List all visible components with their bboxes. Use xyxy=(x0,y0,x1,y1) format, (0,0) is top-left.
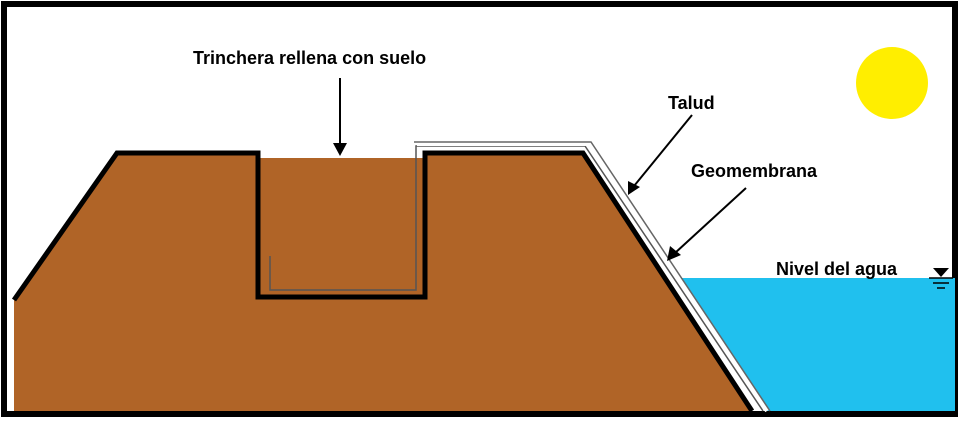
embankment-outline xyxy=(11,150,755,413)
geomembrane-arrow-head xyxy=(667,246,681,261)
label-slope: Talud xyxy=(668,93,715,113)
water-level-symbol-icon xyxy=(933,268,949,277)
sun-icon xyxy=(856,47,928,119)
geomembrane-outer-line xyxy=(414,141,771,412)
trench-arrow-head xyxy=(333,143,347,156)
slope-arrow-head xyxy=(628,181,640,195)
soil-embankment xyxy=(14,153,752,411)
slope-arrow-line xyxy=(633,114,693,187)
geomembrane-arrow-line xyxy=(674,187,747,254)
label-geomembrane: Geomembrana xyxy=(691,161,818,181)
label-trench: Trinchera rellena con suelo xyxy=(193,48,426,68)
label-water-level: Nivel del agua xyxy=(776,259,898,279)
geomembrane-gap xyxy=(417,142,769,413)
trench-fill xyxy=(258,158,425,297)
geomembrane-inner-line xyxy=(269,145,764,412)
